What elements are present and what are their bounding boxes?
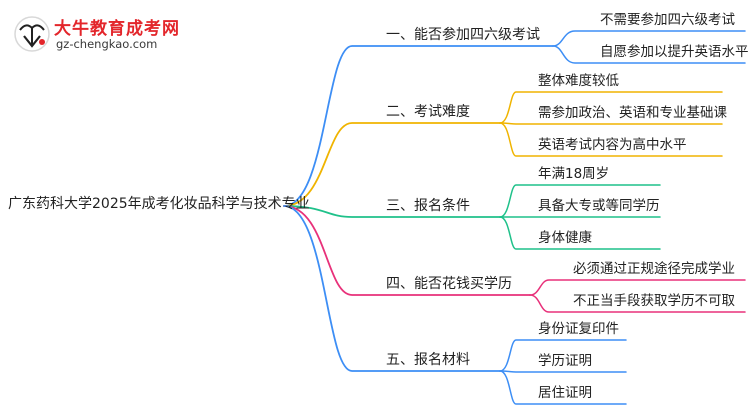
branch-5-leaf-3: 居住证明 — [538, 385, 592, 401]
branch-5-leaf-1: 身份证复印件 — [538, 321, 619, 337]
branch-1-leaf-2: 自愿参加以提升英语水平 — [600, 44, 749, 60]
branch-1-label: 一、能否参加四六级考试 — [386, 27, 540, 43]
branch-2-leaf-2: 需参加政治、英语和专业基础课 — [538, 105, 727, 121]
branch-2-leaf-3: 英语考试内容为高中水平 — [538, 137, 687, 153]
bull-logo-icon — [14, 16, 50, 52]
branch-4-leaf-1: 必须通过正规途径完成学业 — [573, 261, 735, 277]
branch-2-label: 二、考试难度 — [386, 104, 470, 120]
branch-5-connector — [283, 205, 501, 372]
logo-title: 大牛教育成考网 — [54, 19, 180, 39]
branch-4-connector — [283, 205, 531, 296]
branch-3-connector — [283, 205, 501, 218]
branch-3-leaf-2: 具备大专或等同学历 — [538, 198, 660, 214]
site-logo: 大牛教育成考网 gz-chengkao.com — [10, 12, 180, 56]
branch-1-leaf-2-connector — [552, 45, 746, 64]
branch-4-leaf-2-connector — [529, 294, 746, 313]
branch-5-leaf-1-connector — [499, 339, 627, 372]
branch-4-label: 四、能否花钱买学历 — [386, 276, 512, 292]
branch-5-leaf-3-connector — [499, 370, 627, 405]
branch-1-leaf-1: 不需要参加四六级考试 — [600, 12, 735, 28]
branch-4-leaf-1-connector — [529, 279, 746, 296]
branch-2-leaf-3-connector — [499, 122, 723, 157]
branch-4-leaf-2: 不正当手段获取学历不可取 — [573, 293, 735, 309]
logo-url: gz-chengkao.com — [56, 37, 158, 51]
branch-1-connector — [283, 45, 554, 207]
branch-2-leaf-1: 整体难度较低 — [538, 73, 619, 89]
branch-2-leaf-2-connector — [499, 122, 723, 125]
branch-2-leaf-1-connector — [499, 91, 723, 124]
branch-1-leaf-1-connector — [552, 30, 746, 47]
branch-5-leaf-2-connector — [499, 370, 627, 373]
branch-2-connector — [283, 122, 501, 207]
branch-3-leaf-1: 年满18周岁 — [538, 166, 610, 182]
root-topic: 广东药科大学2025年成考化妆品科学与技术专业 — [8, 196, 310, 212]
branch-3-leaf-3-connector — [499, 216, 661, 250]
branch-3-label: 三、报名条件 — [386, 198, 470, 214]
branch-5-label: 五、报名材料 — [386, 352, 470, 368]
branch-3-leaf-1-connector — [499, 184, 661, 218]
branch-5-leaf-2: 学历证明 — [538, 353, 592, 369]
branch-3-leaf-3: 身体健康 — [538, 230, 592, 246]
